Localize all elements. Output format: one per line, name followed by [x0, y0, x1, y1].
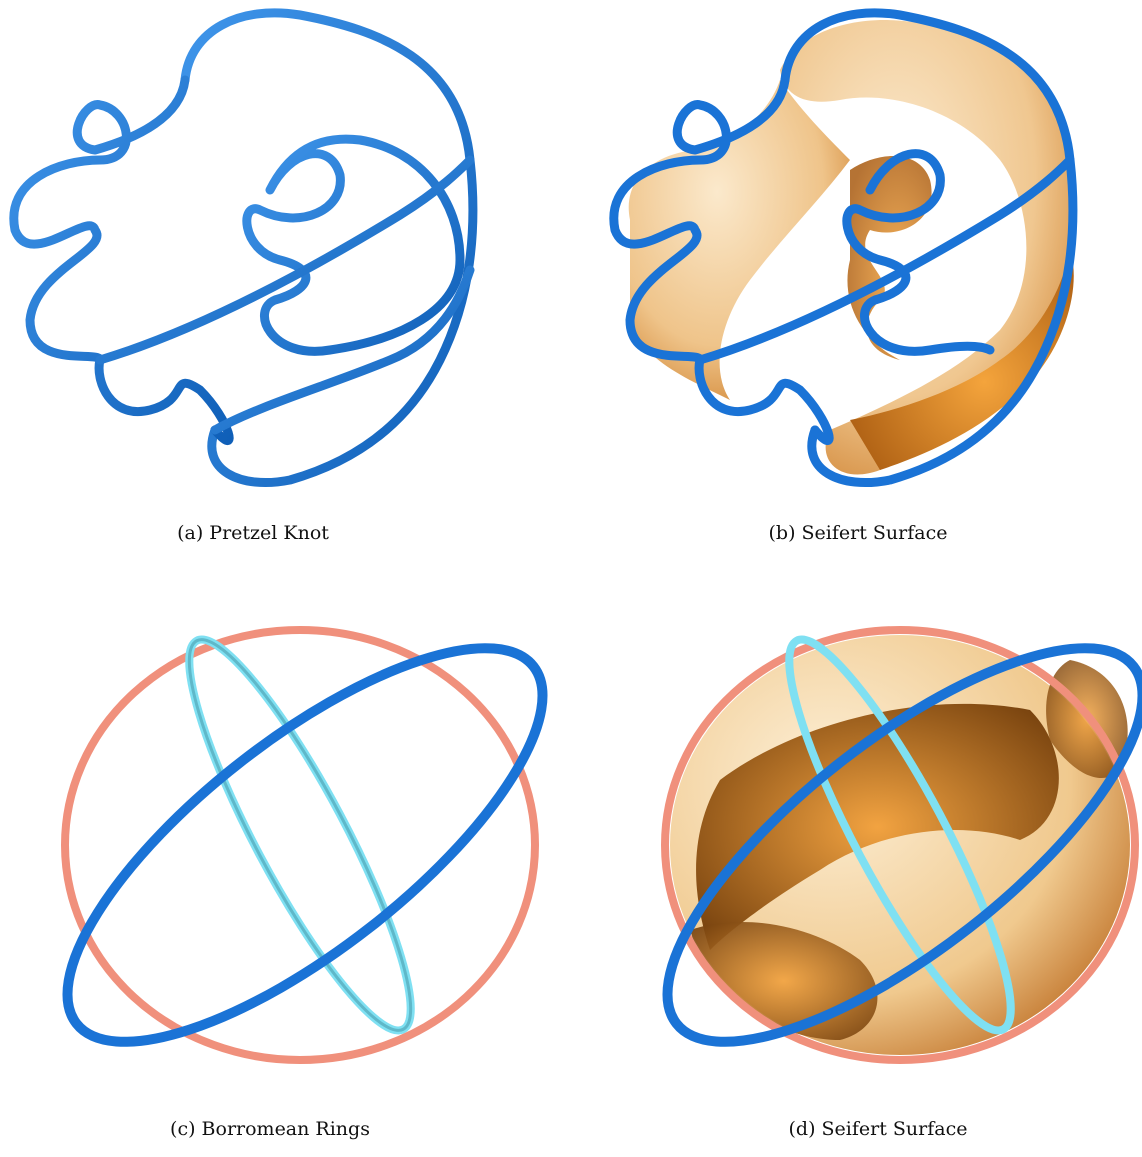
panel-b-seifert-surface — [600, 0, 1142, 510]
knot-strand-left-ring — [14, 80, 229, 441]
ring-blue — [12, 600, 560, 1080]
ring-cyan-shadow — [157, 620, 443, 1051]
pretzel-knot-diagram — [0, 0, 540, 510]
caption-a: (a) Pretzel Knot — [177, 522, 329, 544]
panel-c-borromean-rings — [0, 600, 560, 1080]
borromean-rings-diagram — [0, 600, 560, 1080]
panel-d-seifert-surface — [600, 600, 1142, 1080]
ring-cyan — [157, 620, 443, 1051]
panel-a-pretzel-knot — [0, 0, 540, 510]
caption-d: (d) Seifert Surface — [789, 1118, 968, 1140]
knot-strand-outer — [185, 13, 473, 483]
caption-c: (c) Borromean Rings — [170, 1118, 370, 1140]
seifert-surface-diagram-d — [600, 600, 1142, 1080]
caption-b: (b) Seifert Surface — [769, 522, 948, 544]
seifert-surface-diagram-b — [600, 0, 1142, 510]
